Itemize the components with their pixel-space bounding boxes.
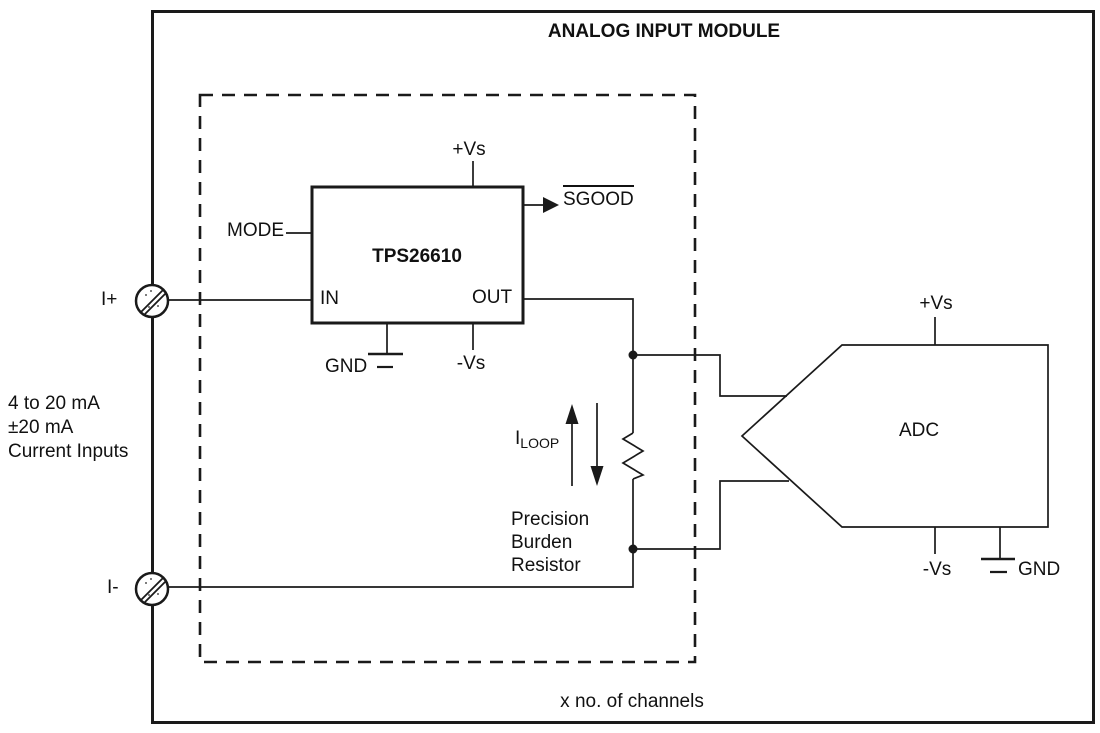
adc-ground-icon <box>981 557 1015 574</box>
terminal-i-minus-label: I- <box>107 577 119 598</box>
adc-block <box>740 344 1049 528</box>
tps-pin-plus-vs-label: +Vs <box>452 139 486 160</box>
burden-resistor-icon <box>621 432 645 480</box>
junction-dot-bottom <box>628 544 638 554</box>
adc-pin-gnd-label: GND <box>1018 559 1061 580</box>
adc-pin-minus-vs-label: -Vs <box>922 559 952 580</box>
input-description: 4 to 20 mA ±20 mA Current Inputs <box>8 392 128 464</box>
tps-ground-icon <box>368 352 403 369</box>
adc-top-input-wire <box>633 354 787 397</box>
module-outline-box <box>151 10 1095 724</box>
loop-current-up-arrow-icon <box>565 404 579 486</box>
tps-pin-minus-vs-label: -Vs <box>456 353 486 374</box>
loop-current-subscript: LOOP <box>520 435 560 451</box>
input-description-line: 4 to 20 mA <box>8 393 100 414</box>
loop-current-down-arrow-icon <box>590 403 604 486</box>
loop-current-symbol: I <box>515 428 521 449</box>
diagram-title: ANALOG INPUT MODULE <box>547 21 781 42</box>
input-description-line: Current Inputs <box>8 441 129 462</box>
tps-pin-gnd-label: GND <box>325 356 368 377</box>
sgood-overbar-text: SGOOD <box>563 185 634 210</box>
terminal-i-plus-label: I+ <box>101 289 118 310</box>
input-description-line: ±20 mA <box>8 417 74 438</box>
i-minus-terminal-icon <box>134 571 170 607</box>
loop-current-label: ILOOP <box>515 428 559 454</box>
tps-pin-in-label: IN <box>320 288 339 309</box>
tps-pin-sgood-label: SGOOD <box>563 185 634 210</box>
tps26610-name-label: TPS26610 <box>372 246 462 267</box>
burden-resistor-label: Precision Burden Resistor <box>511 508 589 577</box>
junction-dot-top <box>628 350 638 360</box>
tps-pin-out-label: OUT <box>472 287 513 308</box>
adc-bottom-input-wire <box>633 480 789 550</box>
adc-name-label: ADC <box>898 420 940 441</box>
channels-note-label: x no. of channels <box>560 691 704 712</box>
burden-resistor-line: Resistor <box>511 555 581 576</box>
tps26610-block <box>310 185 525 325</box>
adc-pin-plus-vs-label: +Vs <box>919 293 953 314</box>
tps-pin-mode-label: MODE <box>227 220 284 241</box>
return-wire <box>152 479 634 588</box>
i-plus-terminal-icon <box>134 283 170 319</box>
channel-dashed-box <box>198 93 697 664</box>
burden-resistor-line: Precision <box>511 509 590 530</box>
sgood-arrow-icon <box>543 197 559 213</box>
out-wire <box>523 298 634 433</box>
burden-resistor-line: Burden <box>511 532 573 553</box>
